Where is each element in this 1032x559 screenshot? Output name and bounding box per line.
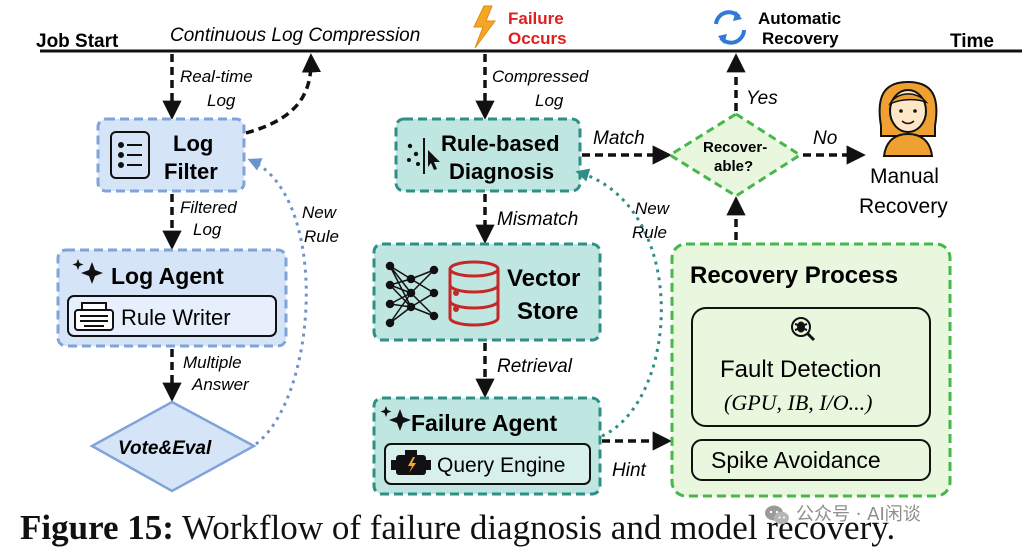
sparkle-icon <box>380 406 411 431</box>
figure-label: Figure 15: <box>20 508 174 547</box>
realtime-log-label: Real-time Log <box>180 67 257 110</box>
arrow-log-filter-to-timeline <box>245 53 322 135</box>
rule-writer-box <box>67 295 277 337</box>
recoverable-label: Recover- able? <box>703 139 771 175</box>
fault-detail-label: (GPU, IB, I/O...) <box>724 390 872 415</box>
recovery-process-box: Recovery Process Fault Detection (GPU, I… <box>670 242 952 498</box>
database-icon <box>448 260 500 327</box>
time-label: Time <box>950 31 994 52</box>
fault-detection-label: Fault Detection <box>720 356 881 383</box>
compressed-log-label: Compressed Log <box>492 67 593 110</box>
bug-search-icon <box>791 317 816 342</box>
engine-icon <box>391 450 431 475</box>
workflow-diagram: Job Start Time Continuous Log Compressio… <box>36 5 1022 498</box>
spike-avoidance-box <box>691 439 931 481</box>
wechat-icon <box>765 505 789 525</box>
lightning-icon <box>473 5 496 49</box>
list-icon <box>110 131 150 179</box>
hint-label: Hint <box>612 460 647 481</box>
rule-scan-icon <box>407 138 440 174</box>
log-agent-box: Log Agent Rule Writer <box>56 248 288 348</box>
person-icon <box>878 80 938 157</box>
failure-occurs-label: Failure Occurs <box>508 9 568 48</box>
match-label: Match <box>593 128 645 149</box>
log-filter-label: Log Filter <box>164 131 219 184</box>
typewriter-icon <box>74 302 114 331</box>
watermark-text: 公众号 · AI闲谈 <box>796 504 921 525</box>
job-start-label: Job Start <box>36 31 119 52</box>
vote-eval-label: Vote&Eval <box>118 438 212 459</box>
retrieval-label: Retrieval <box>497 356 573 377</box>
query-engine-label: Query Engine <box>437 454 565 477</box>
watermark: 公众号 · AI闲谈 <box>764 500 921 526</box>
recoverable-diamond: Recover- able? <box>667 112 803 198</box>
log-filter-box: Log Filter <box>96 117 246 193</box>
query-engine-box <box>384 443 591 485</box>
neural-network-icon <box>385 261 439 328</box>
failure-agent-title: Failure Agent <box>411 410 557 436</box>
arrow-failure-agent-to-rule-based <box>575 168 663 438</box>
vector-store-box: Vector Store <box>372 242 602 342</box>
rule-writer-label: Rule Writer <box>121 305 231 330</box>
failure-agent-box: Failure Agent Query Engine <box>372 396 602 496</box>
left-new-rule-label: New Rule <box>302 203 341 246</box>
spike-avoidance-label: Spike Avoidance <box>711 447 881 473</box>
filtered-log-label: Filtered Log <box>180 198 241 239</box>
vote-eval-diamond: Vote&Eval <box>89 400 257 493</box>
rule-based-label: Rule-based Diagnosis <box>441 131 566 184</box>
middle-new-rule-label: New Rule <box>632 199 674 242</box>
sparkle-icon <box>72 259 103 284</box>
manual-recovery-label: Manual Recovery <box>859 165 948 218</box>
automatic-recovery-label: Automatic Recovery <box>758 9 846 48</box>
log-agent-title: Log Agent <box>111 263 224 289</box>
rule-based-diagnosis-box: Rule-based Diagnosis <box>394 117 582 193</box>
recovery-cycle-icon <box>714 10 746 45</box>
continuous-compression-label: Continuous Log Compression <box>170 25 420 46</box>
multiple-answer-label: Multiple Answer <box>183 353 250 394</box>
fault-detection-box <box>691 307 931 427</box>
vector-store-label: Vector Store <box>507 265 587 325</box>
yes-label: Yes <box>746 88 778 109</box>
arrow-vote-to-log-filter <box>247 158 308 446</box>
recovery-process-title: Recovery Process <box>690 262 898 289</box>
no-label: No <box>813 128 837 149</box>
mismatch-label: Mismatch <box>497 209 578 230</box>
